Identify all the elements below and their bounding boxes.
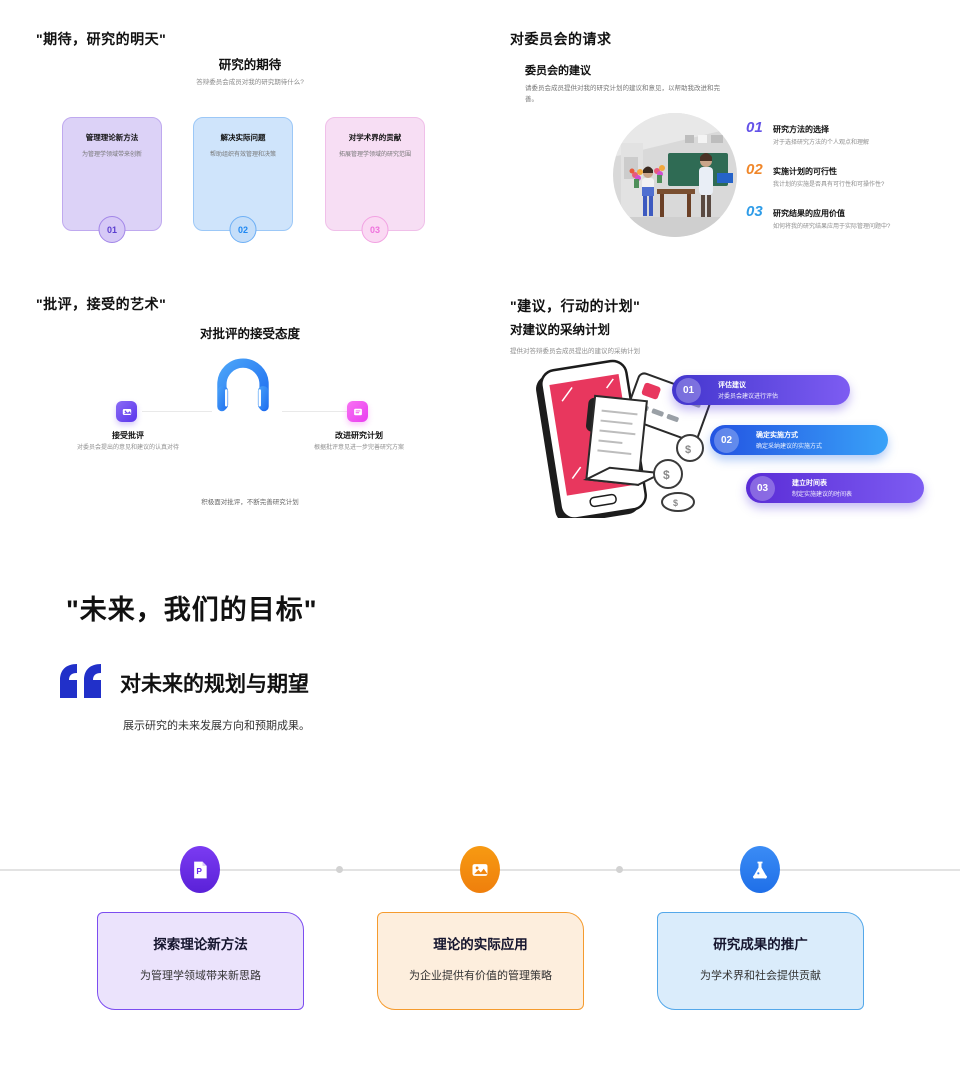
flower-bouquet: [654, 165, 665, 183]
svg-text:P: P: [196, 866, 202, 876]
slide-request: 对委员会的请求 委员会的建议 请委员会成员提供对我的研究计划的建议和意见，以帮助…: [500, 25, 940, 275]
step-number: 03: [750, 475, 775, 501]
item-desc: 如何将我的研究结果应用于实际管理问题中?: [773, 224, 891, 230]
card-desc: 拓展管理学领域的研究范围: [338, 152, 411, 158]
criticism-right-desc: 根据批评意见进一步完善研究方案: [313, 445, 404, 451]
slide-header: "批评，接受的艺术": [36, 296, 167, 312]
plan-note-icon: [347, 401, 368, 422]
slide-header: "未来，我们的目标": [66, 595, 318, 625]
slide-title: 对建议的采纳计划: [510, 323, 611, 337]
slide-footer-note: 积极面对批评，不断完善研究计划: [201, 499, 299, 506]
goal-title: 探索理论新方法: [153, 937, 248, 952]
expectation-card: 解决实际问题 帮助组织有效管理和决策 02: [193, 117, 293, 243]
card-title: 对学术界的贡献: [348, 133, 402, 142]
slide-subtitle: 答辩委员会成员对我的研究期待什么?: [196, 79, 304, 86]
step-desc: 确定采纳建议的实施方式: [756, 444, 823, 450]
expectation-card: 对学术界的贡献 拓展管理学领域的研究范围 03: [325, 117, 425, 243]
step-title: 确定实施方式: [756, 432, 798, 439]
expectation-card: 管理理论新方法 为管理学领域带来创新 01: [62, 117, 162, 243]
document-icon: P: [180, 846, 220, 893]
phone-payment-illustration: $ $ $: [518, 356, 718, 524]
image-icon: [460, 846, 500, 893]
item-desc: 对于选择研究方法的个人观点和理解: [773, 140, 870, 146]
slide-title: 委员会的建议: [525, 65, 591, 77]
flower-bouquet: [629, 168, 643, 188]
card-number-badge: 02: [229, 216, 257, 243]
quote-title: 对未来的规划与期望: [120, 673, 309, 696]
step-title: 建立时间表: [792, 480, 827, 487]
adoption-step: 03 建立时间表 制定实施建议的时间表: [746, 473, 924, 503]
card-desc: 为管理学领域带来创新: [81, 152, 142, 158]
svg-text:$: $: [673, 498, 678, 508]
step-desc: 对委员会建议进行评估: [718, 394, 779, 400]
slide-header: "建议，行动的计划": [510, 298, 641, 314]
slide-future: "未来，我们的目标" 对未来的规划与期望 展示研究的未来发展方向和预期成果。 P…: [0, 560, 960, 1084]
criticism-left-desc: 对委员会提出的意见和建议的认真对待: [76, 445, 179, 451]
item-title: 研究结果的应用价值: [773, 209, 845, 218]
item-title: 研究方法的选择: [773, 125, 829, 134]
item-desc: 我计划的实施是否具有可行性和可操作性?: [773, 182, 885, 188]
goal-desc: 为管理学领域带来新思路: [140, 970, 261, 982]
slide-expectation: "期待，研究的明天" 研究的期待 答辩委员会成员对我的研究期待什么? 管理理论新…: [30, 25, 470, 275]
connector-line: [142, 411, 212, 412]
slide-title: 研究的期待: [218, 58, 282, 72]
item-number: 02: [746, 161, 763, 178]
criticism-left-title: 接受批评: [112, 431, 144, 440]
goal-desc: 为学术界和社会提供贡献: [700, 970, 821, 982]
slide-header: 对委员会的请求: [510, 31, 612, 47]
goal-desc: 为企业提供有价值的管理策略: [409, 970, 552, 982]
quote-body: 展示研究的未来发展方向和预期成果。: [123, 720, 310, 732]
adoption-step: 02 确定实施方式 确定采纳建议的实施方式: [710, 425, 888, 455]
slide-body: 提供对答辩委员会成员提出的建议的采纳计划: [510, 348, 640, 355]
svg-text:$: $: [685, 444, 691, 456]
flask-icon: [740, 846, 780, 893]
svg-text:$: $: [663, 468, 670, 482]
goal-title: 研究成果的推广: [713, 937, 808, 952]
adoption-step: 01 评估建议 对委员会建议进行评估: [672, 375, 850, 405]
goal-card: 研究成果的推广 为学术界和社会提供贡献: [657, 912, 864, 1010]
card-desc: 帮助组织有效管理和决策: [209, 152, 276, 158]
step-title: 评估建议: [718, 382, 746, 389]
card-title: 管理理论新方法: [85, 133, 139, 142]
step-number: 02: [714, 427, 739, 453]
card-title: 解决实际问题: [220, 133, 266, 142]
criticism-right-title: 改进研究计划: [335, 431, 383, 440]
item-number: 01: [746, 119, 763, 136]
quote-icon: [60, 664, 104, 703]
goal-card: 理论的实际应用 为企业提供有价值的管理策略: [377, 912, 584, 1010]
connector-line: [282, 411, 352, 412]
step-number: 01: [676, 377, 701, 403]
slide-title: 对批评的接受态度: [199, 327, 300, 341]
card-number-badge: 01: [98, 216, 126, 243]
timeline-dot: [336, 866, 343, 873]
slide-adoption: "建议，行动的计划" 对建议的采纳计划 提供对答辩委员会成员提出的建议的采纳计划: [500, 290, 940, 525]
slide-header: "期待，研究的明天": [36, 31, 167, 47]
slide-body: 请委员会成员提供对我的研究计划的建议和意见，以帮助我改进和完善。: [525, 85, 720, 104]
classroom-illustration: [613, 113, 737, 242]
goal-card: 探索理论新方法 为管理学领域带来新思路: [97, 912, 304, 1010]
headphones-icon: [212, 352, 274, 419]
goal-title: 理论的实际应用: [433, 937, 528, 952]
item-title: 实施计划的可行性: [773, 167, 837, 176]
step-desc: 制定实施建议的时间表: [792, 492, 853, 498]
slide-criticism: "批评，接受的艺术" 对批评的接受态度 接受批评 对委员会提出的意见和建议的认真…: [30, 290, 470, 520]
timeline-dot: [616, 866, 623, 873]
card-number-badge: 03: [361, 216, 389, 243]
item-number: 03: [746, 203, 763, 220]
feedback-icon: [116, 401, 137, 422]
